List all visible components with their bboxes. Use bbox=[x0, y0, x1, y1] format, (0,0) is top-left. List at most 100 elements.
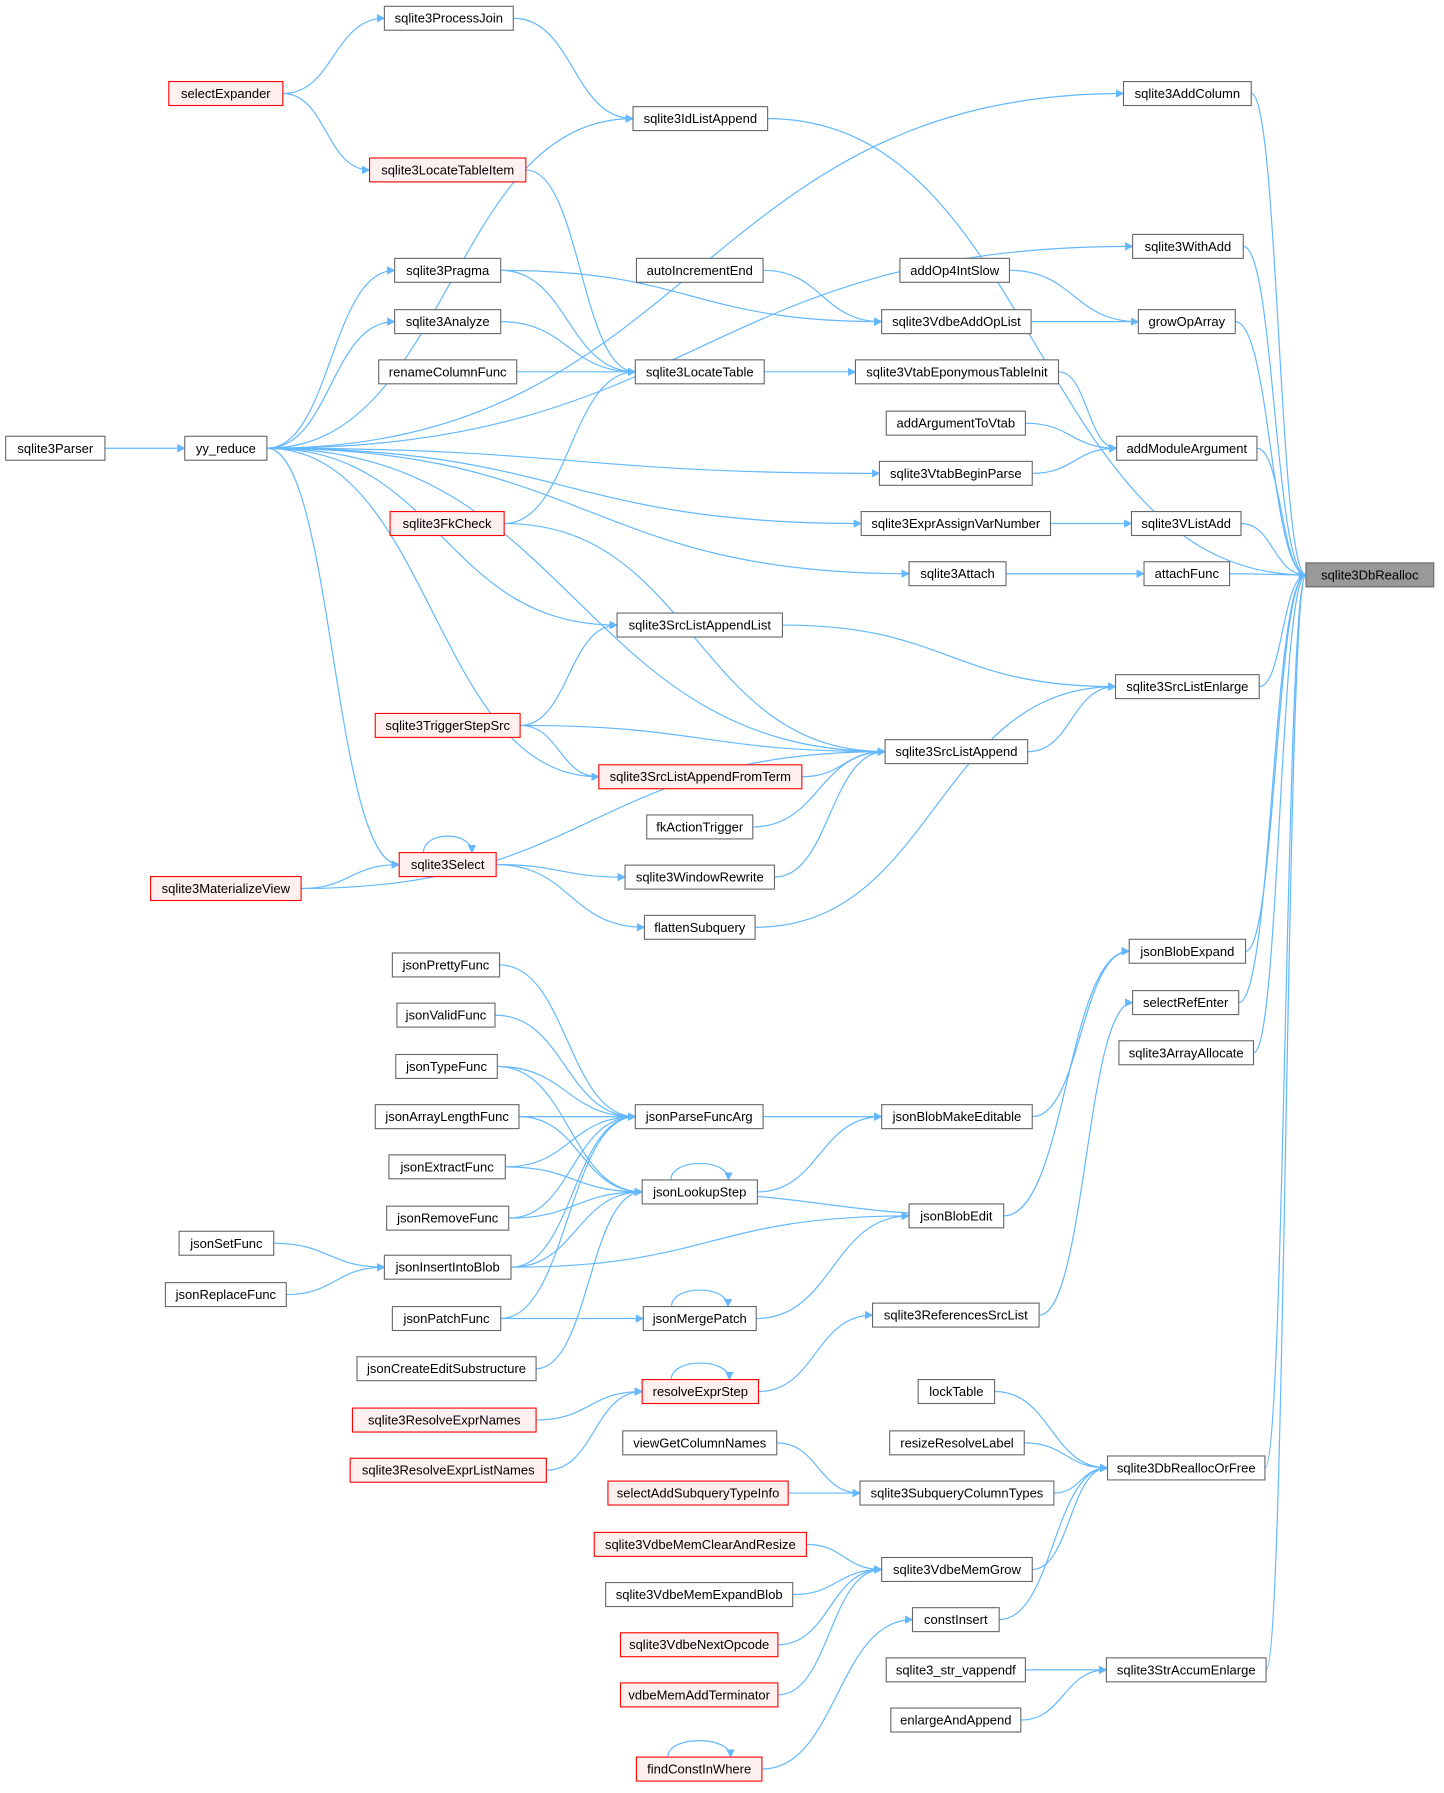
node-sqlite3ResolveExprNames[interactable]: sqlite3ResolveExprNames bbox=[351, 1407, 537, 1433]
edge-n44-n36 bbox=[1032, 947, 1131, 1118]
node-sqlite3VdbeMemClearAndResize[interactable]: sqlite3VdbeMemClearAndResize bbox=[593, 1531, 807, 1557]
node-sqlite3TriggerStepSrc[interactable]: sqlite3TriggerStepSrc bbox=[374, 712, 521, 738]
node-jsonBlobEdit[interactable]: jsonBlobEdit bbox=[908, 1203, 1005, 1229]
node-jsonMergePatch[interactable]: jsonMergePatch bbox=[642, 1306, 757, 1332]
node-label: sqlite3StrAccumEnlarge bbox=[1117, 1662, 1256, 1677]
node-jsonValidFunc[interactable]: jsonValidFunc bbox=[396, 1002, 496, 1028]
node-label: sqlite3WithAdd bbox=[1145, 239, 1232, 254]
node-sqlite3VtabEponymousTableInit[interactable]: sqlite3VtabEponymousTableInit bbox=[854, 359, 1060, 385]
node-jsonArrayLengthFunc[interactable]: jsonArrayLengthFunc bbox=[374, 1104, 520, 1130]
node-sqlite3VdbeNextOpcode[interactable]: sqlite3VdbeNextOpcode bbox=[619, 1632, 779, 1658]
edge-n37-n43 bbox=[499, 964, 637, 1121]
edge-n35-n27 bbox=[755, 682, 1117, 928]
node-jsonPatchFunc[interactable]: jsonPatchFunc bbox=[391, 1306, 502, 1332]
node-constInsert[interactable]: constInsert bbox=[911, 1607, 1000, 1633]
node-sqlite3ProcessJoin[interactable]: sqlite3ProcessJoin bbox=[383, 5, 514, 31]
node-sqlite3Pragma[interactable]: sqlite3Pragma bbox=[394, 257, 502, 283]
node-selectAddSubqueryTypeInfo[interactable]: selectAddSubqueryTypeInfo bbox=[607, 1480, 789, 1506]
node-vdbeMemAddTerminator[interactable]: vdbeMemAddTerminator bbox=[619, 1682, 779, 1708]
node-resolveExprStep[interactable]: resolveExprStep bbox=[641, 1379, 760, 1405]
node-sqlite3MaterializeView[interactable]: sqlite3MaterializeView bbox=[150, 876, 302, 902]
node-sqlite3VtabBeginParse[interactable]: sqlite3VtabBeginParse bbox=[878, 460, 1033, 486]
node-sqlite3LocateTableItem[interactable]: sqlite3LocateTableItem bbox=[369, 157, 527, 183]
node-jsonLookupStep[interactable]: jsonLookupStep bbox=[641, 1179, 758, 1205]
edge-n6-root bbox=[1243, 245, 1307, 579]
node-sqlite3ResolveExprListNames[interactable]: sqlite3ResolveExprListNames bbox=[349, 1457, 547, 1483]
edge-n18-n29 bbox=[266, 447, 886, 756]
node-box bbox=[349, 1457, 547, 1483]
node-jsonInsertIntoBlob[interactable]: jsonInsertIntoBlob bbox=[383, 1254, 512, 1280]
node-jsonPrettyFunc[interactable]: jsonPrettyFunc bbox=[391, 952, 501, 978]
node-box bbox=[908, 561, 1007, 587]
node-sqlite3Select[interactable]: sqlite3Select bbox=[398, 852, 497, 878]
node-label: findConstInWhere bbox=[647, 1762, 751, 1777]
node-box bbox=[168, 81, 284, 107]
node-selectRefEnter[interactable]: selectRefEnter bbox=[1132, 990, 1240, 1016]
node-label: sqlite3DbRealloc bbox=[1321, 567, 1419, 582]
node-resizeResolveLabel[interactable]: resizeResolveLabel bbox=[889, 1430, 1025, 1456]
node-yy_reduce[interactable]: yy_reduce bbox=[184, 435, 268, 461]
node-jsonSetFunc[interactable]: jsonSetFunc bbox=[178, 1230, 275, 1256]
node-label: sqlite3SubqueryColumnTypes bbox=[871, 1486, 1044, 1501]
node-sqlite3SrcListAppend[interactable]: sqlite3SrcListAppend bbox=[884, 739, 1029, 765]
node-flattenSubquery[interactable]: flattenSubquery bbox=[643, 914, 756, 940]
node-sqlite3_str_vappendf[interactable]: sqlite3_str_vappendf bbox=[885, 1657, 1026, 1683]
node-sqlite3VdbeAddOpList[interactable]: sqlite3VdbeAddOpList bbox=[881, 309, 1032, 335]
node-jsonRemoveFunc[interactable]: jsonRemoveFunc bbox=[386, 1205, 510, 1231]
node-autoIncrementEnd[interactable]: autoIncrementEnd bbox=[635, 257, 764, 283]
node-sqlite3ArrayAllocate[interactable]: sqlite3ArrayAllocate bbox=[1118, 1040, 1255, 1066]
node-sqlite3FkCheck[interactable]: sqlite3FkCheck bbox=[389, 511, 505, 537]
node-sqlite3LocateTable[interactable]: sqlite3LocateTable bbox=[634, 359, 765, 385]
node-jsonParseFuncArg[interactable]: jsonParseFuncArg bbox=[634, 1104, 764, 1130]
node-label: sqlite3ArrayAllocate bbox=[1129, 1045, 1244, 1060]
node-enlargeAndAppend[interactable]: enlargeAndAppend bbox=[890, 1707, 1022, 1733]
node-sqlite3SrcListEnlarge[interactable]: sqlite3SrcListEnlarge bbox=[1114, 674, 1260, 700]
node-box bbox=[383, 1254, 512, 1280]
node-addModuleArgument[interactable]: addModuleArgument bbox=[1116, 435, 1258, 461]
node-sqlite3AddColumn[interactable]: sqlite3AddColumn bbox=[1122, 81, 1252, 107]
node-label: jsonValidFunc bbox=[405, 1008, 487, 1023]
node-sqlite3Analyze[interactable]: sqlite3Analyze bbox=[394, 309, 502, 335]
node-addArgumentToVtab[interactable]: addArgumentToVtab bbox=[885, 410, 1026, 436]
node-jsonExtractFunc[interactable]: jsonExtractFunc bbox=[388, 1154, 506, 1180]
edge-n50-n43 bbox=[510, 1112, 637, 1268]
edge-n48-n36 bbox=[1003, 947, 1131, 1217]
node-sqlite3VListAdd[interactable]: sqlite3VListAdd bbox=[1130, 511, 1242, 537]
node-sqlite3Parser[interactable]: sqlite3Parser bbox=[5, 435, 106, 461]
node-sqlite3DbRealloc[interactable]: sqlite3DbRealloc bbox=[1305, 562, 1435, 588]
node-jsonTypeFunc[interactable]: jsonTypeFunc bbox=[395, 1053, 498, 1079]
node-label: sqlite3VdbeNextOpcode bbox=[629, 1637, 769, 1652]
node-sqlite3SrcListAppendFromTerm[interactable]: sqlite3SrcListAppendFromTerm bbox=[598, 764, 803, 790]
node-sqlite3WithAdd[interactable]: sqlite3WithAdd bbox=[1132, 233, 1244, 259]
node-sqlite3Attach[interactable]: sqlite3Attach bbox=[908, 561, 1007, 587]
node-sqlite3IdListAppend[interactable]: sqlite3IdListAppend bbox=[632, 106, 769, 132]
edge-n8-n11 bbox=[763, 269, 883, 326]
node-viewGetColumnNames[interactable]: viewGetColumnNames bbox=[622, 1430, 778, 1456]
node-attachFunc[interactable]: attachFunc bbox=[1143, 561, 1231, 587]
node-fkActionTrigger[interactable]: fkActionTrigger bbox=[646, 814, 754, 840]
node-renameColumnFunc[interactable]: renameColumnFunc bbox=[378, 359, 518, 385]
node-sqlite3ExprAssignVarNumber[interactable]: sqlite3ExprAssignVarNumber bbox=[860, 511, 1052, 537]
node-sqlite3ReferencesSrcList[interactable]: sqlite3ReferencesSrcList bbox=[872, 1302, 1040, 1328]
node-box bbox=[395, 1053, 498, 1079]
node-findConstInWhere[interactable]: findConstInWhere bbox=[635, 1756, 763, 1782]
node-sqlite3WindowRewrite[interactable]: sqlite3WindowRewrite bbox=[624, 864, 776, 890]
node-sqlite3VdbeMemExpandBlob[interactable]: sqlite3VdbeMemExpandBlob bbox=[605, 1582, 794, 1608]
node-sqlite3SubqueryColumnTypes[interactable]: sqlite3SubqueryColumnTypes bbox=[859, 1480, 1055, 1506]
node-sqlite3VdbeMemGrow[interactable]: sqlite3VdbeMemGrow bbox=[881, 1556, 1033, 1582]
node-jsonBlobExpand[interactable]: jsonBlobExpand bbox=[1128, 938, 1247, 964]
node-lockTable[interactable]: lockTable bbox=[917, 1379, 996, 1405]
edge-n28-n30 bbox=[520, 724, 600, 781]
node-jsonReplaceFunc[interactable]: jsonReplaceFunc bbox=[164, 1282, 287, 1308]
node-jsonBlobMakeEditable[interactable]: jsonBlobMakeEditable bbox=[881, 1104, 1033, 1130]
node-selectExpander[interactable]: selectExpander bbox=[168, 81, 284, 107]
node-addOp4IntSlow[interactable]: addOp4IntSlow bbox=[899, 257, 1010, 283]
node-growOpArray[interactable]: growOpArray bbox=[1137, 309, 1236, 335]
node-jsonCreateEditSubstructure[interactable]: jsonCreateEditSubstructure bbox=[356, 1356, 537, 1382]
node-sqlite3SrcListAppendList[interactable]: sqlite3SrcListAppendList bbox=[616, 612, 784, 638]
edge-n32-n34 bbox=[496, 863, 626, 882]
node-sqlite3StrAccumEnlarge[interactable]: sqlite3StrAccumEnlarge bbox=[1105, 1657, 1267, 1683]
node-label: sqlite3Analyze bbox=[406, 314, 490, 329]
edge-n57-n56 bbox=[536, 1387, 643, 1421]
node-sqlite3DbReallocOrFree[interactable]: sqlite3DbReallocOrFree bbox=[1106, 1455, 1266, 1481]
